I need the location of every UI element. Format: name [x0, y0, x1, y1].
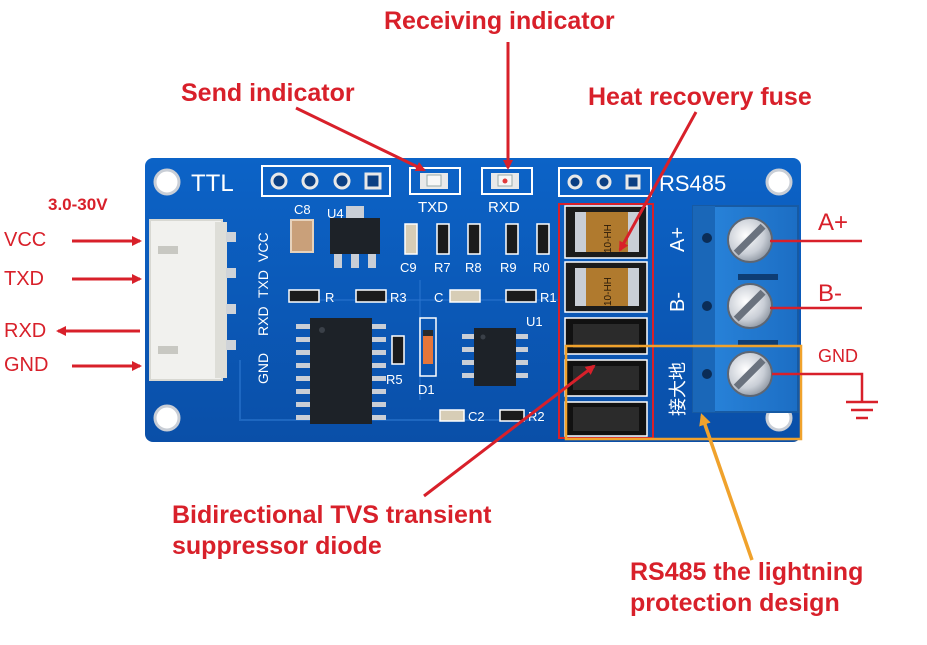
board-rxd-led-label: RXD	[488, 199, 520, 216]
callout-send-indicator: Send indicator	[181, 79, 355, 107]
pin-gnd-label: GND	[4, 354, 49, 376]
capacitor-c2	[439, 409, 465, 422]
board-r5: R5	[386, 372, 403, 387]
board-c2: C2	[468, 409, 485, 424]
callout-tvs-diode-line2: suppressor diode	[172, 532, 382, 560]
capacitor-c8	[290, 219, 314, 253]
board-c9: C9	[400, 260, 417, 275]
board-terminal-a-plus: A+	[667, 227, 689, 252]
pin-vcc-label: VCC	[4, 229, 47, 251]
board-r0: R0	[533, 260, 550, 275]
board-r7: R7	[434, 260, 451, 275]
callout-tvs-diode: Bidirectional TVS transient suppressor d…	[172, 500, 492, 562]
board-r8: R8	[465, 260, 482, 275]
board-fuse-marking-1: 10-HH	[603, 224, 614, 253]
board-header-gnd: GND	[255, 353, 271, 384]
callout-receiving-indicator: Receiving indicator	[384, 7, 615, 35]
callout-heat-recovery-fuse: Heat recovery fuse	[588, 83, 812, 111]
smd-parts-middle	[288, 289, 537, 303]
board-rs485-label: RS485	[659, 171, 726, 196]
board-r1: R1	[540, 290, 557, 305]
board-r3: R3	[390, 290, 407, 305]
board-c8: C8	[294, 202, 311, 217]
board-terminal-ground: 接大地	[668, 362, 689, 416]
smd-parts-top	[404, 223, 550, 255]
diode-d1	[419, 317, 437, 377]
pin-gnd-right-label: GND	[818, 346, 858, 366]
arrow-tvs-diode	[423, 364, 596, 498]
callout-lightning-line1: RS485 the lightning	[630, 558, 864, 586]
ground-symbol	[846, 400, 878, 420]
wire-gnd	[772, 372, 864, 402]
ic-rs485-transceiver-u1	[462, 328, 528, 386]
board-r-left: R	[325, 290, 334, 305]
jst-connector	[149, 219, 236, 381]
arrow-lightning	[699, 413, 754, 561]
resistor-r2	[499, 409, 525, 422]
callout-lightning-protection: RS485 the lightning protection design	[630, 557, 863, 619]
board-fuse-marking-2: 10-HH	[603, 277, 614, 306]
pin-rxd-label: RXD	[4, 320, 47, 342]
board-terminal-b-minus: B-	[667, 292, 689, 312]
callout-tvs-diode-line1: Bidirectional TVS transient	[172, 501, 492, 529]
pin-txd-label: TXD	[4, 268, 44, 290]
board-u4: U4	[327, 206, 344, 221]
board-header-vcc: VCC	[255, 232, 271, 262]
board-c1: C	[434, 290, 443, 305]
ic-main-soic16	[296, 318, 386, 424]
rs485-pin-header	[558, 167, 652, 197]
pin-voltage-range: 3.0-30V	[48, 195, 108, 214]
arrow-heat-fuse	[618, 111, 698, 252]
board-header-rxd: RXD	[255, 306, 271, 336]
highlight-box-lightning	[564, 344, 803, 441]
board-header-txd: TXD	[255, 270, 271, 298]
pin-b-minus-label: B-	[818, 280, 842, 307]
txd-led	[409, 167, 461, 195]
ttl-pin-header	[261, 165, 391, 197]
board-ttl-label: TTL	[191, 170, 234, 197]
pin-a-plus-label: A+	[818, 209, 849, 236]
board-r9: R9	[500, 260, 517, 275]
board-txd-led-label: TXD	[418, 199, 448, 216]
voltage-regulator-u4	[330, 206, 380, 268]
arrow-send-indicator	[295, 106, 426, 172]
rxd-led	[481, 167, 533, 195]
board-u1: U1	[526, 314, 543, 329]
resistor-r5	[391, 335, 405, 365]
callout-lightning-line2: protection design	[630, 589, 840, 617]
board-d1: D1	[418, 382, 435, 397]
